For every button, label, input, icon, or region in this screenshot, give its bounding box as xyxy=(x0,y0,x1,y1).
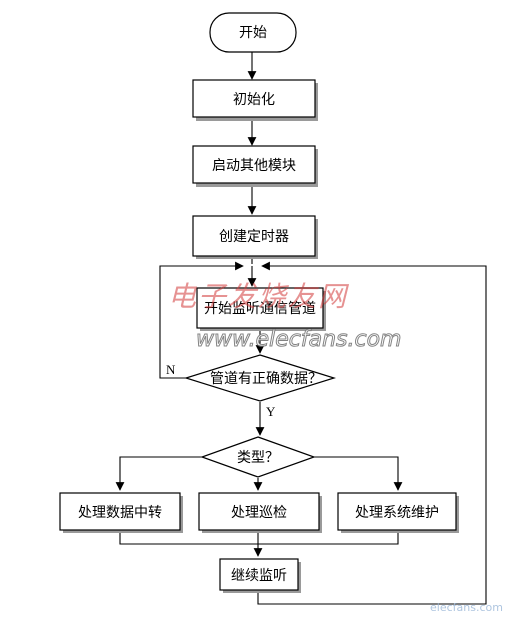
node-type-label: 类型？ xyxy=(237,450,279,466)
branch-yes-label: Y xyxy=(266,404,276,419)
edge-type-maint xyxy=(313,456,403,491)
watermark-cn: 电子发烧友网 xyxy=(168,280,350,313)
edge-type-relay xyxy=(115,456,203,491)
node-continue-listen: 继续监听 xyxy=(219,558,301,593)
node-start-label: 开始 xyxy=(239,25,267,41)
node-init-label: 初始化 xyxy=(233,91,275,108)
node-relay: 处理数据中转 xyxy=(59,492,183,533)
edge-no-loopback xyxy=(159,261,244,379)
node-init: 初始化 xyxy=(192,79,318,121)
node-valid-data: 管道有正确数据？ xyxy=(183,354,337,402)
node-maintenance: 处理系统维护 xyxy=(337,492,459,533)
node-valid-data-label: 管道有正确数据？ xyxy=(210,371,322,387)
node-start: 开始 xyxy=(209,12,297,53)
node-create-timer-label: 创建定时器 xyxy=(219,229,289,245)
node-patrol-label: 处理巡检 xyxy=(231,505,287,521)
node-type: 类型？ xyxy=(200,436,316,478)
watermark-en: www.elecfans.com xyxy=(196,327,401,352)
node-listen-pipe-label: 开始监听通信管道 xyxy=(204,301,316,317)
watermark-corner: elecfans.com xyxy=(430,601,503,614)
node-start-modules-label: 启动其他模块 xyxy=(212,158,296,174)
node-patrol: 处理巡检 xyxy=(198,492,322,533)
node-continue-listen-label: 继续监听 xyxy=(231,567,287,584)
edge-relay-merge xyxy=(119,530,399,545)
node-relay-label: 处理数据中转 xyxy=(78,505,162,521)
node-listen-pipe: 开始监听通信管道 xyxy=(196,287,326,331)
node-maintenance-label: 处理系统维护 xyxy=(355,505,439,521)
branch-no-label: N xyxy=(166,362,176,377)
node-create-timer: 创建定时器 xyxy=(192,215,318,259)
edge-continue-loopback xyxy=(257,261,487,605)
node-start-modules: 启动其他模块 xyxy=(192,145,318,187)
